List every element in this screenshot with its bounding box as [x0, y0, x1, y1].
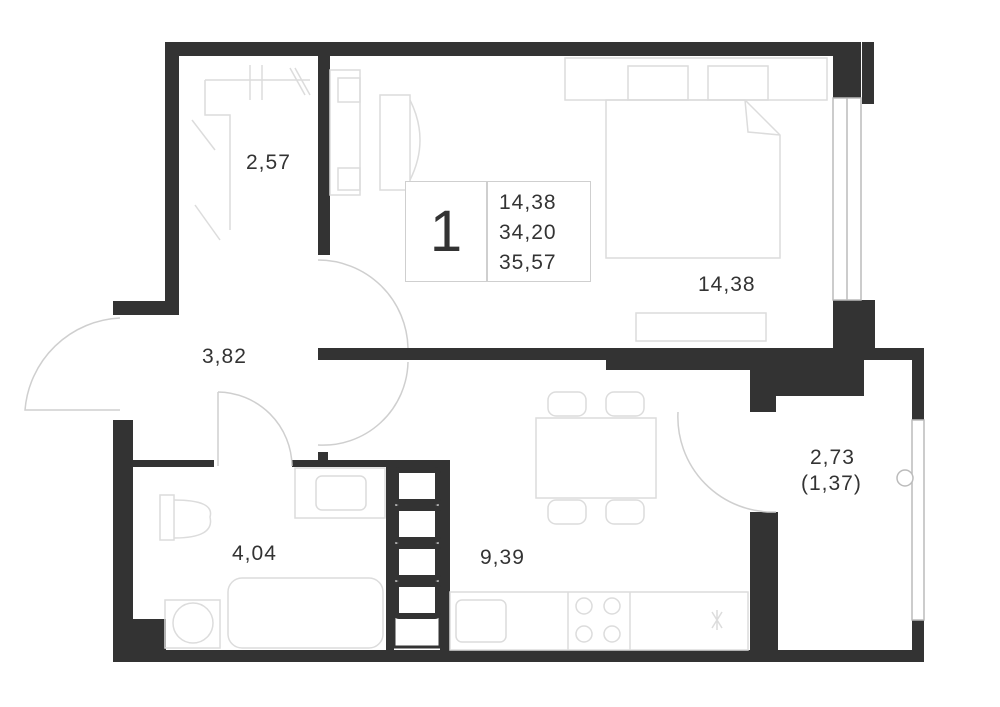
balcony-reduced-area-label: (1,37) — [801, 472, 862, 495]
total-area: 34,20 — [499, 221, 557, 244]
apartment-summary-badge: 1 14,38 34,20 35,57 — [405, 181, 591, 282]
shelving — [392, 465, 442, 649]
kitchen-furniture — [449, 391, 749, 651]
bathroom-area-label: 4,04 — [232, 542, 277, 565]
living-area: 14,38 — [499, 191, 557, 214]
wardrobe-area-label: 2,57 — [246, 151, 291, 174]
rooms-count: 1 — [429, 199, 463, 264]
wardrobe-furniture — [191, 65, 311, 241]
hall-area-label: 3,82 — [202, 345, 247, 368]
bedroom-area-label: 14,38 — [698, 273, 756, 296]
desk-and-chair — [329, 69, 421, 196]
windows — [832, 97, 925, 621]
badge-divider — [486, 182, 488, 281]
total-area-with-balcony: 35,57 — [499, 251, 557, 274]
balcony-area-label: 2,73 — [810, 446, 855, 469]
bed — [564, 57, 828, 342]
kitchen-area-label: 9,39 — [480, 546, 525, 569]
doors — [24, 259, 777, 513]
bathroom-fixtures — [159, 467, 386, 649]
summary-areas: 14,38 34,20 35,57 — [499, 188, 557, 278]
